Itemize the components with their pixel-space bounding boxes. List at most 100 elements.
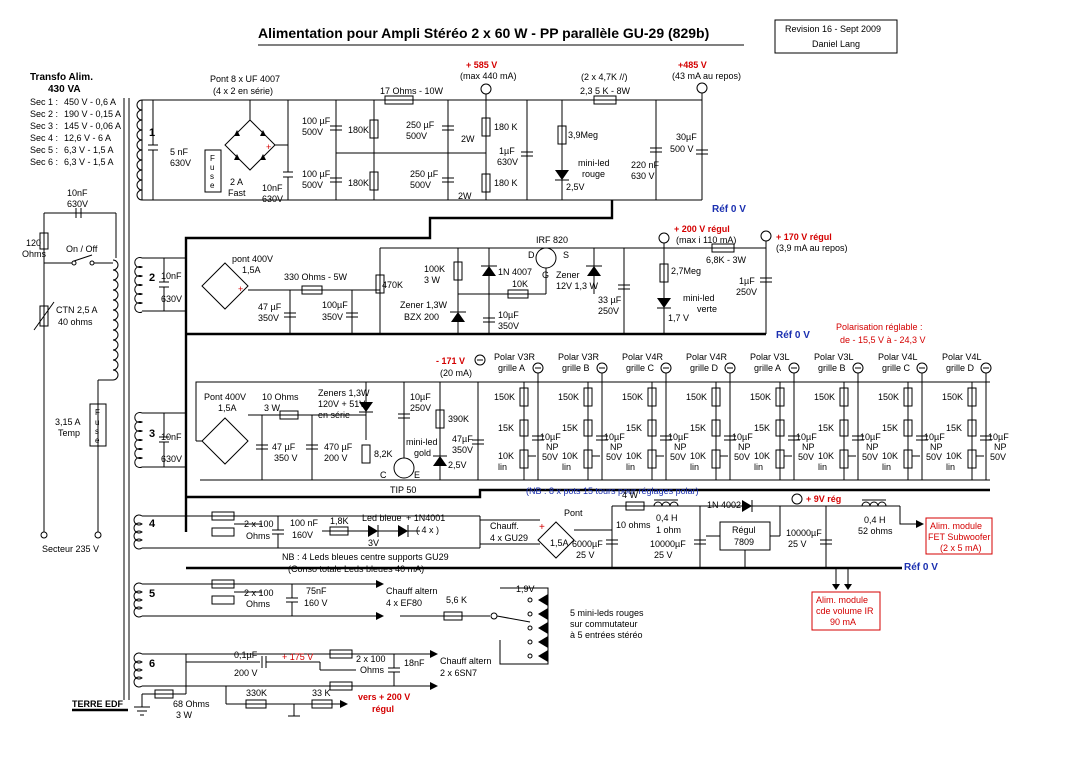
section-numbers: 1 2 3 4 5 6 (149, 127, 156, 670)
cap-voltage: 250V (410, 403, 431, 413)
cap-value: 100 nF (290, 518, 319, 528)
diode-count: ( 4 x ) (416, 525, 439, 535)
voltage-9v: + 9V rég (806, 494, 841, 504)
sec-spec: 450 V - 0,6 A (64, 97, 116, 107)
choke-resistance: 1 ohm (656, 525, 681, 535)
sec-spec: 145 V - 0,06 A (64, 121, 121, 131)
cap-value: 10nF (262, 183, 283, 193)
heater-label: Chauff. (490, 521, 519, 531)
cap-value: 250 µF (406, 120, 435, 130)
res-label: 2,3 5 K - 8W (580, 86, 631, 96)
earth-res-power: 3 W (176, 710, 193, 720)
wattage: 2W (461, 134, 475, 144)
author-name: Daniel Lang (812, 39, 860, 49)
sec-spec: 190 V - 0,15 A (64, 109, 121, 119)
cap-value: 10µF (860, 432, 881, 442)
cap-voltage: 630V (497, 157, 518, 167)
cap-voltage: 50V (542, 452, 558, 462)
led-voltage: 3V (368, 538, 379, 548)
voltage-585-note: (max 440 mA) (460, 71, 517, 81)
res-value: 15K (882, 423, 898, 433)
sec-name: Sec 4 : (30, 133, 58, 143)
cap-voltage: 350V (322, 312, 343, 322)
section-6-heater-6sn7: 0,1µF 200 V + 175 V 2 x 100 Ohms 18nF Ch… (142, 649, 491, 717)
cap-voltage: 350 V (274, 453, 298, 463)
alim-fet-module: FET Subwoofer (928, 532, 990, 542)
ground-bus (184, 200, 990, 570)
cap-value: 0,1µF (234, 650, 258, 660)
res-value: 470K (382, 280, 403, 290)
cap-value: 10nF (161, 432, 182, 442)
choke-value: 0,4 H (864, 515, 886, 525)
cap-value: 1µF (499, 146, 515, 156)
cap-value: 10µF (988, 432, 1009, 442)
bridge-label: Pont 8 x UF 4007 (210, 74, 280, 84)
led-voltage: 1,7 V (668, 313, 689, 323)
res-power: 3 W (264, 403, 281, 413)
transfo-power: 430 VA (48, 84, 81, 95)
nb-leds: NB : 4 Leds bleues centre supports GU29 (282, 552, 449, 562)
earth-label: TERRE EDF (72, 699, 124, 709)
fuse-letter: F (210, 154, 215, 163)
cap-value: 47 µF (272, 442, 296, 452)
cap-voltage: 250V (736, 287, 757, 297)
led-voltage: 2,5V (566, 182, 585, 192)
pot-value: 10K (626, 451, 642, 461)
channel-name: Polar V3L (814, 352, 854, 362)
res-value: 150K (494, 392, 515, 402)
pot-taper: lin (690, 462, 699, 472)
cap-value: 10µF (498, 310, 519, 320)
mains-label: Secteur 235 V (42, 544, 99, 554)
heater-tubes: 2 x 6SN7 (440, 668, 477, 678)
fuse-letter: u (95, 418, 99, 427)
section-number: 5 (149, 588, 155, 600)
ref-ground-4: Réf 0 V (904, 562, 938, 573)
bias-channel: Polar V3R grille A 150K 15K 10K lin 10µF… (494, 352, 561, 480)
cap-voltage: 50V (926, 452, 942, 462)
res-unit: Ohms (246, 599, 271, 609)
section-4-heater-supply: 2 x 100 Ohms 100 nF 160V 1,8K Led bleue … (142, 490, 993, 631)
pots-note: (NB : 8 x pots 15 tours pour réglages po… (526, 486, 699, 496)
fuse-rating: 3,15 A (55, 417, 81, 427)
res-value: 15K (818, 423, 834, 433)
transformer-core (123, 98, 130, 700)
res-value: 150K (942, 392, 963, 402)
res-value: 8,2K (374, 449, 393, 459)
cap-voltage: 630V (262, 194, 283, 204)
res-value: 10K (512, 279, 528, 289)
bridge-label: Pont (564, 508, 583, 518)
cap-type: NP (674, 442, 687, 452)
cap-voltage: 630V (170, 158, 191, 168)
cap-value: 100µF (322, 300, 348, 310)
section-number: 4 (149, 518, 156, 530)
transistor-collector: C (380, 470, 387, 480)
section-2-regulated-200v: 10nF 630V + pont 400V 1,5A 330 Ohms - 5W… (142, 224, 926, 345)
polar-title: Polarisation réglable : (836, 322, 923, 332)
bridge-note: (4 x 2 en série) (213, 86, 273, 96)
ref-ground-2: Réf 0 V (776, 330, 810, 341)
cap-voltage: 350V (258, 313, 279, 323)
zener-note: en série (318, 410, 350, 420)
transfo-title: Transfo Alim. (30, 72, 93, 83)
pot-value: 10K (818, 451, 834, 461)
fuse-letter: u (210, 163, 214, 172)
earth-res-value: 68 Ohms (173, 699, 210, 709)
voltage-170: + 170 V régul (776, 232, 832, 242)
choke-resistance: 52 ohms (858, 526, 893, 536)
res-value: 180K (348, 178, 369, 188)
res-value: 15K (498, 423, 514, 433)
section-number: 1 (149, 127, 155, 139)
res-value: 150K (878, 392, 899, 402)
leds-switch: sur commutateur (570, 619, 638, 629)
res-value: 100K (424, 264, 445, 274)
cap-value: 10000µF (786, 528, 822, 538)
zener-part: BZX 200 (404, 312, 439, 322)
pot-value: 10K (946, 451, 962, 461)
cap-value: 10nF (161, 271, 182, 281)
cap-voltage: 200 V (324, 453, 348, 463)
res-value: 180 K (494, 178, 518, 188)
voltage-200: + 200 V régul (674, 224, 730, 234)
res-value: 150K (622, 392, 643, 402)
cap-type: NP (994, 442, 1007, 452)
